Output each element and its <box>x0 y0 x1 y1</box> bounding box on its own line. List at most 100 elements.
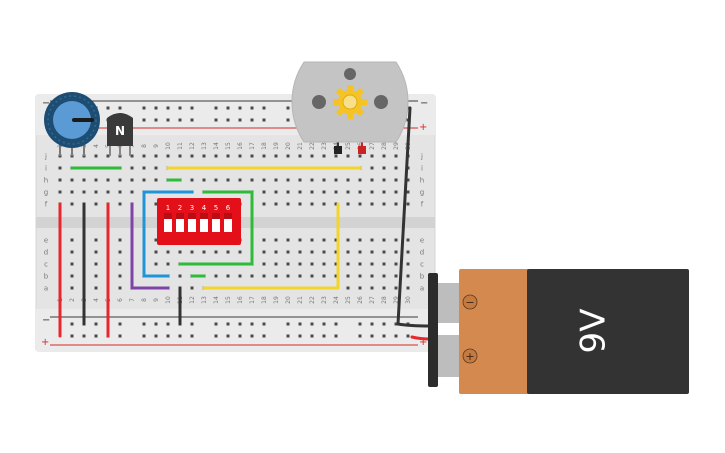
rail-hole <box>118 106 122 110</box>
breadboard-hole <box>118 178 122 182</box>
breadboard-hole <box>286 250 290 254</box>
breadboard-hole <box>310 262 314 266</box>
breadboard-hole <box>382 178 386 182</box>
column-number: 8 <box>141 298 148 302</box>
breadboard-hole <box>262 202 266 206</box>
rail-hole <box>142 118 146 122</box>
breadboard-hole <box>406 274 410 278</box>
rail-hole <box>310 322 314 326</box>
dip-toggle-lever <box>212 213 220 219</box>
column-number: 13 <box>201 296 208 304</box>
breadboard-hole <box>322 202 326 206</box>
breadboard-hole <box>298 154 302 158</box>
column-number: 28 <box>381 296 388 304</box>
battery-terminal-plus <box>438 335 460 377</box>
breadboard-hole <box>94 250 98 254</box>
breadboard-hole <box>382 262 386 266</box>
rail-hole <box>238 118 242 122</box>
breadboard-hole <box>286 154 290 158</box>
row-label: c <box>44 261 48 269</box>
rail-hole <box>154 106 158 110</box>
column-number: 27 <box>369 296 376 304</box>
breadboard-hole <box>142 154 146 158</box>
breadboard-hole <box>118 202 122 206</box>
column-number: 25 <box>345 142 352 150</box>
column-number: 25 <box>345 296 352 304</box>
breadboard-hole <box>394 190 398 194</box>
breadboard-hole <box>334 262 338 266</box>
breadboard-hole <box>370 178 374 182</box>
breadboard-hole <box>154 202 158 206</box>
breadboard-hole <box>382 274 386 278</box>
breadboard-hole <box>298 250 302 254</box>
wire-green-right <box>178 190 254 266</box>
column-number: 6 <box>117 298 124 302</box>
breadboard-hole <box>118 250 122 254</box>
row-label: d <box>44 249 48 257</box>
breadboard-hole <box>358 274 362 278</box>
rail-hole <box>70 322 74 326</box>
breadboard-hole <box>106 154 110 158</box>
breadboard-hole <box>370 202 374 206</box>
breadboard-hole <box>394 262 398 266</box>
breadboard-hole <box>406 190 410 194</box>
row-label: b <box>420 273 425 281</box>
breadboard-hole <box>286 202 290 206</box>
breadboard-hole <box>358 202 362 206</box>
breadboard-hole <box>142 178 146 182</box>
column-number: 9 <box>153 144 160 148</box>
breadboard-hole <box>262 178 266 182</box>
rail-hole <box>226 106 230 110</box>
rail-plus-label-br: + <box>419 337 427 348</box>
column-number: 21 <box>297 142 304 150</box>
breadboard-hole <box>190 286 194 290</box>
breadboard-hole <box>118 286 122 290</box>
rail-hole <box>142 106 146 110</box>
column-number: 11 <box>177 142 184 150</box>
rail-hole <box>70 334 74 338</box>
breadboard-hole <box>370 250 374 254</box>
rail-hole <box>334 322 338 326</box>
rail-hole <box>190 334 194 338</box>
breadboard-hole <box>286 190 290 194</box>
row-label: e <box>420 237 424 245</box>
breadboard-hole <box>190 154 194 158</box>
breadboard-hole <box>106 178 110 182</box>
row-label: a <box>44 285 48 293</box>
battery-plus-symbol: + <box>465 350 474 363</box>
rail-hole <box>178 334 182 338</box>
breadboard-hole <box>274 154 278 158</box>
motor-mount-top <box>344 68 356 80</box>
breadboard-hole <box>406 178 410 182</box>
breadboard-hole <box>382 202 386 206</box>
breadboard-hole <box>310 274 314 278</box>
battery-label: 9V <box>574 309 614 354</box>
motor-gear-icon <box>333 85 367 119</box>
rail-hole <box>142 322 146 326</box>
breadboard-hole <box>58 190 62 194</box>
column-number: 16 <box>237 296 244 304</box>
rail-hole <box>94 334 98 338</box>
dip-toggle-slot <box>176 213 184 232</box>
rail-hole <box>262 322 266 326</box>
wire-yellow-right <box>202 202 340 290</box>
breadboard-hole <box>154 154 158 158</box>
column-number: 19 <box>273 142 280 150</box>
breadboard-hole <box>106 190 110 194</box>
row-label: c <box>420 261 424 269</box>
rail-hole <box>322 322 326 326</box>
breadboard-hole <box>94 202 98 206</box>
breadboard-hole <box>238 154 242 158</box>
breadboard-hole <box>70 262 74 266</box>
breadboard-hole <box>394 274 398 278</box>
breadboard-hole <box>94 178 98 182</box>
breadboard-hole <box>130 190 134 194</box>
potentiometer <box>44 92 100 156</box>
breadboard-hole <box>274 250 278 254</box>
rail-hole <box>118 334 122 338</box>
column-number: 17 <box>249 296 256 304</box>
breadboard-hole <box>298 190 302 194</box>
rail-minus-label-bl: − <box>42 315 50 326</box>
rail-hole <box>226 334 230 338</box>
